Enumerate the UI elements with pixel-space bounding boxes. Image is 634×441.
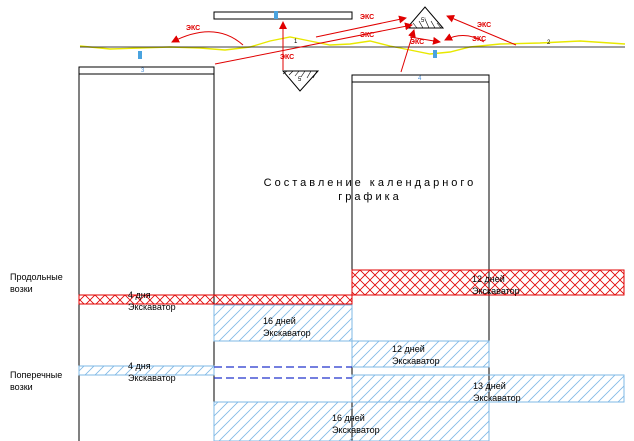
task-machine: Экскаватор (263, 328, 311, 338)
label-longitudinal: Продольные возки (10, 271, 63, 295)
task-days: 4 дня (128, 361, 151, 371)
transport-tag: ЭКС (360, 32, 375, 39)
bar-16-days-upper (213, 304, 353, 342)
transport-tag: ЭКС (477, 22, 492, 29)
transport-arrow-4 (214, 22, 413, 65)
transport-tag: ЭКС (360, 14, 375, 21)
label-longitudinal-line1: Продольные (10, 272, 63, 282)
pile-label-5: 5 (298, 77, 302, 83)
label-longitudinal-line2: возки (10, 284, 33, 294)
transport-tag: ЭКС (472, 36, 487, 43)
task-label-5: 4 дня Экскаватор (128, 360, 176, 384)
section-left-cap (78, 66, 215, 75)
terrain-line (79, 36, 626, 55)
task-label-6: 13 дней Экскаватор (473, 380, 521, 404)
task-days: 12 дней (472, 274, 505, 284)
task-machine: Экскаватор (473, 393, 521, 403)
bar-16-days-bottom (213, 401, 490, 441)
section-right-cap (351, 74, 490, 83)
task-days: 4 дня (128, 290, 151, 300)
section-number-4: 4 (418, 76, 422, 82)
task-label-1: 4 дня Экскаватор (128, 289, 176, 313)
task-machine: Экскаватор (128, 302, 176, 312)
task-label-2: 12 дней Экскаватор (472, 273, 520, 297)
terrain-marker-1 (138, 51, 142, 59)
transport-tag: ЭКС (280, 54, 295, 61)
top-bar (213, 11, 353, 20)
task-days: 13 дней (473, 381, 506, 391)
title-line-1: Составление календарного (263, 177, 477, 189)
pile-label-5b: 5' (421, 18, 426, 24)
terrain-marker-2 (433, 50, 437, 58)
task-label-4: 12 дней Экскаватор (392, 343, 440, 367)
top-bar-marker (274, 11, 278, 19)
task-machine: Экскаватор (392, 356, 440, 366)
task-label-3: 16 дней Экскаватор (263, 315, 311, 339)
task-days: 16 дней (263, 316, 296, 326)
title-line-2: графика (338, 191, 402, 203)
bar-12-days-lower (351, 340, 490, 368)
pile-triangle-hatch-5 (282, 70, 318, 79)
section-number-3: 3 (141, 68, 145, 74)
task-machine: Экскаватор (128, 373, 176, 383)
transport-tag: ЭКС (186, 25, 201, 32)
bar-longitudinal-left (78, 294, 353, 305)
task-label-7: 16 дней Экскаватор (332, 412, 380, 436)
transport-tag: ЭКС (410, 39, 425, 46)
section-number-2: 2 (547, 40, 551, 46)
bar-transverse-left (78, 365, 215, 376)
task-machine: Экскаватор (472, 286, 520, 296)
transport-arrow-3 (315, 15, 407, 38)
task-days: 16 дней (332, 413, 365, 423)
section-number-1: 1 (294, 39, 298, 45)
label-transverse-line2: возки (10, 382, 33, 392)
label-transverse-line1: Поперечные (10, 370, 63, 380)
diagram-title: Составление календарного графика (240, 176, 500, 204)
transport-arrow-8 (446, 15, 517, 46)
task-machine: Экскаватор (332, 425, 380, 435)
task-days: 12 дней (392, 344, 425, 354)
transport-arrow-1 (171, 31, 244, 46)
label-transverse: Поперечные возки (10, 369, 62, 393)
transport-arrow-7 (444, 33, 485, 43)
bar-longitudinal-right (351, 269, 625, 296)
transport-arrow-6 (400, 29, 416, 73)
